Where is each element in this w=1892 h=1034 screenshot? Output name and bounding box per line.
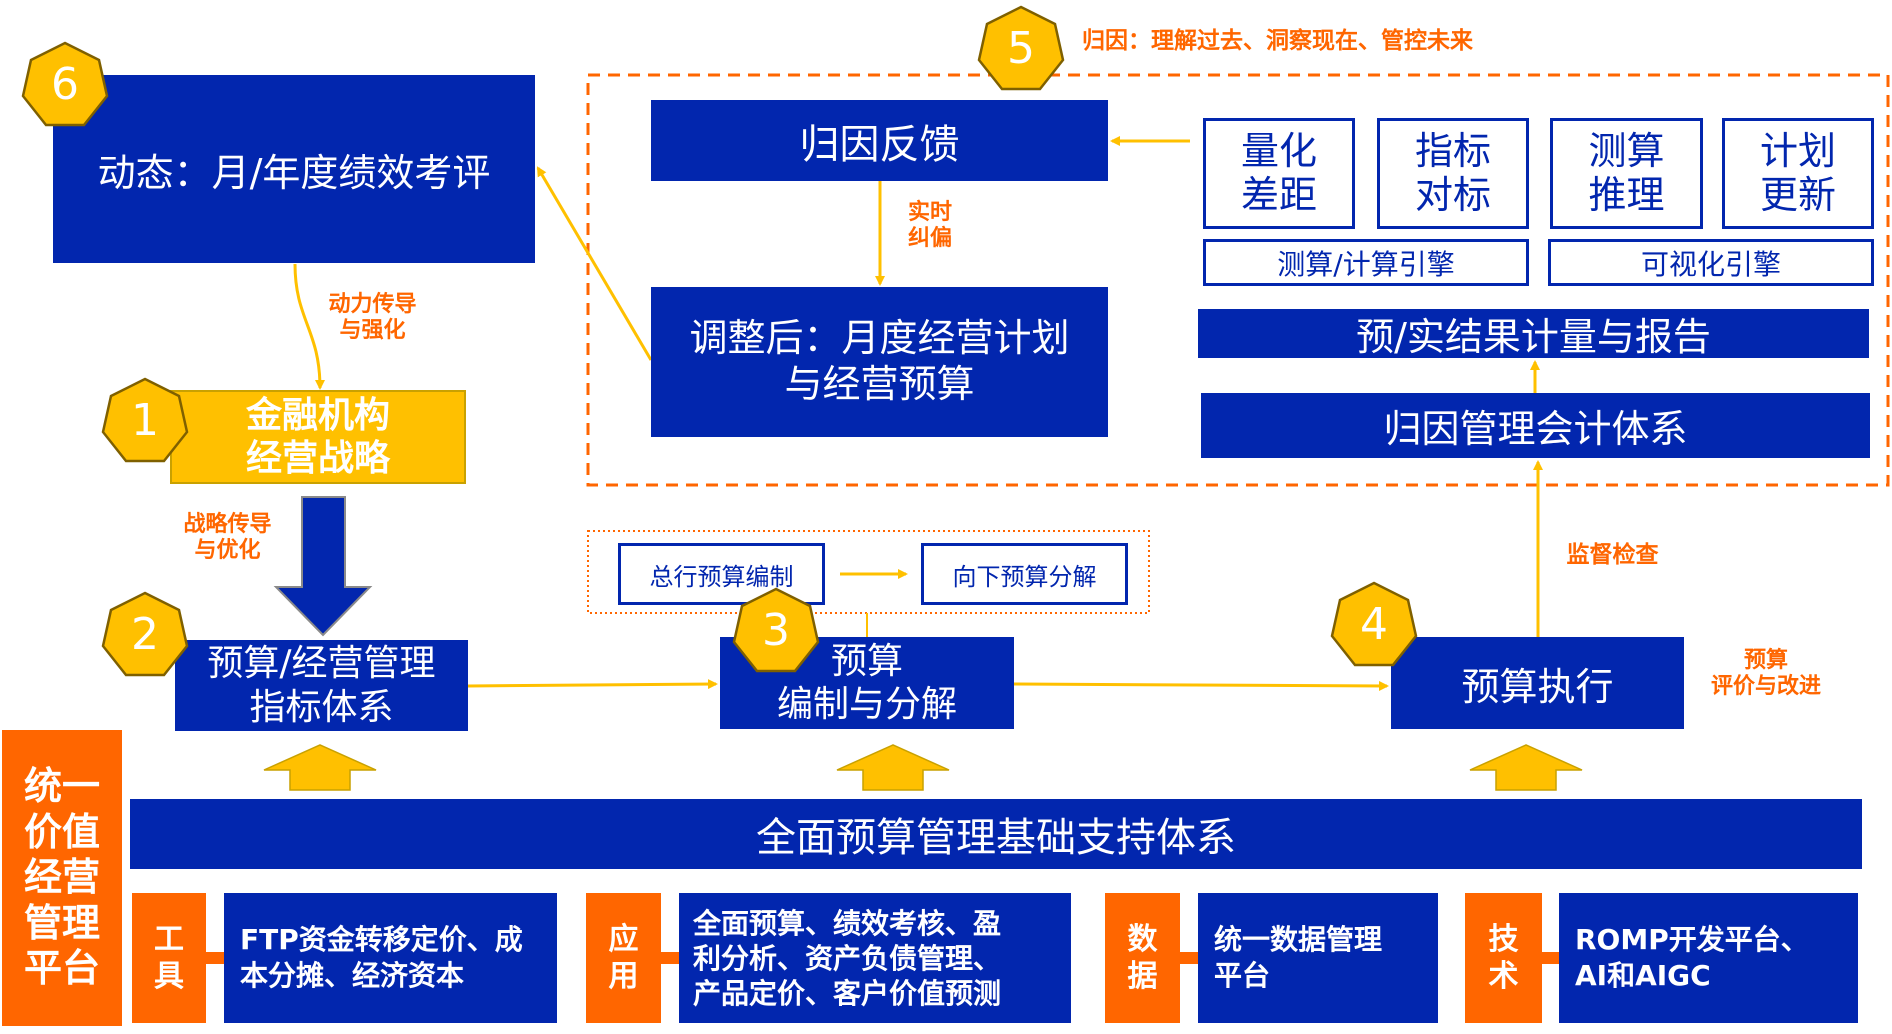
attribution-feedback-box: 归因反馈 <box>651 100 1108 181</box>
compile-frame <box>587 530 1150 614</box>
hq-budget-compile-label: 总行预算编制 <box>649 562 794 591</box>
step-6-number: 6 <box>51 58 79 110</box>
calculation-engine-box: 测算/计算引擎 <box>1203 239 1529 286</box>
budget-decompose-box: 向下预算分解 <box>921 543 1128 605</box>
strategy-big-arrow <box>273 496 373 637</box>
hq-budget-compile-box: 总行预算编制 <box>618 543 825 605</box>
tool-label: 指标 对标 <box>1414 128 1491 217</box>
step-4-number: 4 <box>1360 598 1388 650</box>
tool-label: 计划 更新 <box>1759 128 1836 217</box>
attribution-frame <box>586 73 1890 487</box>
feedback-to-review-arrow <box>536 166 653 361</box>
strategy-transmission-label: 战略传导 与优化 <box>183 512 272 564</box>
pillar-tag-label: 应 用 <box>608 921 639 995</box>
pillar-tag-label: 数 据 <box>1127 921 1158 995</box>
connector-data <box>1180 952 1198 964</box>
calculation-engine-label: 测算/计算引擎 <box>1277 247 1455 281</box>
foundation-title: 全面预算管理基础支持体系 <box>756 815 1236 861</box>
connector-apps <box>661 952 679 964</box>
budget-execution-label: 预算执行 <box>1461 664 1614 709</box>
step-5-badge: 5 <box>977 4 1065 92</box>
step-1-number: 1 <box>131 394 159 446</box>
visualization-engine-box: 可视化引擎 <box>1548 239 1874 286</box>
adjusted-plan-box: 调整后：月度经营计划 与经营预算 <box>651 287 1108 437</box>
connector-tech <box>1542 952 1559 964</box>
budget-compile-label: 预算 编制与分解 <box>776 640 957 725</box>
pillar-box-data: 统一数据管理 平台 <box>1198 893 1438 1023</box>
measurement-report-label: 预/实结果计量与报告 <box>1356 315 1711 359</box>
step-3-badge: 3 <box>732 586 820 674</box>
pillar-tag-data: 数 据 <box>1105 893 1180 1023</box>
pillar-tag-apps: 应 用 <box>586 893 661 1023</box>
tool-box-benchmark: 指标 对标 <box>1377 118 1529 229</box>
performance-review-label: 动态：月/年度绩效考评 <box>97 150 491 195</box>
pillar-tag-label: 技 术 <box>1488 921 1519 995</box>
realtime-correction-label: 实时 纠偏 <box>907 200 952 252</box>
pillar-text: FTP资金转移定价、成 本分摊、经济资本 <box>240 922 523 992</box>
tool-box-calculate-infer: 测算 推理 <box>1550 118 1703 229</box>
tool-box-quantify-gap: 量化 差距 <box>1203 118 1355 229</box>
strategy-label: 金融机构 经营战略 <box>245 394 390 479</box>
strategy-box: 金融机构 经营战略 <box>170 390 466 484</box>
step-3-number: 3 <box>762 604 790 656</box>
pillar-text: ROMP开发平台、 AI和AIGC <box>1575 922 1809 992</box>
tool-label: 量化 差距 <box>1240 128 1317 217</box>
pillar-text: 统一数据管理 平台 <box>1214 922 1383 992</box>
pillar-tag-label: 工 具 <box>154 921 184 995</box>
pillar-box-tech: ROMP开发平台、 AI和AIGC <box>1559 893 1858 1023</box>
step-6-badge: 6 <box>21 40 109 128</box>
power-arrow <box>293 263 325 390</box>
budget-execution-box: 预算执行 <box>1391 637 1684 729</box>
pillar-tag-tools: 工 具 <box>132 893 206 1023</box>
indicator-system-label: 预算/经营管理 指标体系 <box>207 643 436 728</box>
attribution-title: 归因：理解过去、洞察现在、管控未来 <box>1082 28 1473 54</box>
supervision-label: 监督检查 <box>1566 542 1659 568</box>
step-5-number: 5 <box>1007 22 1035 74</box>
budget-decompose-label: 向下预算分解 <box>952 562 1097 591</box>
attribution-accounting-bar: 归因管理会计体系 <box>1201 393 1870 458</box>
tool-box-plan-update: 计划 更新 <box>1722 118 1874 229</box>
step3-to-step4-arrow <box>1013 680 1389 691</box>
platform-label: 统一 价值 经营 管理 平台 <box>23 764 100 991</box>
connector-tools <box>206 952 224 964</box>
step2-to-step3-arrow <box>467 679 718 690</box>
platform-block: 统一 价值 经营 管理 平台 <box>2 730 122 1026</box>
tool-label: 测算 推理 <box>1588 128 1665 217</box>
performance-review-box: 动态：月/年度绩效考评 <box>53 75 535 263</box>
indicator-system-box: 预算/经营管理 指标体系 <box>175 640 468 731</box>
step-1-badge: 1 <box>101 376 189 464</box>
support-up-arrow-1 <box>263 744 377 791</box>
support-up-arrow-3 <box>1469 744 1583 791</box>
visualization-engine-label: 可视化引擎 <box>1640 247 1781 281</box>
pillar-tag-tech: 技 术 <box>1465 893 1542 1023</box>
step-4-badge: 4 <box>1330 580 1418 668</box>
pillar-text: 全面预算、绩效考核、盈 利分析、资产负债管理、 产品定价、客户价值预测 <box>693 906 1002 1010</box>
pillar-box-apps: 全面预算、绩效考核、盈 利分析、资产负债管理、 产品定价、客户价值预测 <box>679 893 1071 1023</box>
measurement-report-bar: 预/实结果计量与报告 <box>1198 309 1869 359</box>
support-up-arrow-2 <box>836 744 950 791</box>
evaluation-label: 预算 评价与改进 <box>1710 648 1821 700</box>
foundation-bar: 全面预算管理基础支持体系 <box>130 799 1862 869</box>
attribution-feedback-label: 归因反馈 <box>799 121 960 168</box>
step-2-badge: 2 <box>101 590 189 678</box>
step-2-number: 2 <box>131 608 159 660</box>
power-transmission-label: 动力传导 与强化 <box>328 292 417 344</box>
attribution-accounting-label: 归因管理会计体系 <box>1383 407 1688 451</box>
adjusted-plan-label: 调整后：月度经营计划 与经营预算 <box>689 316 1070 406</box>
pillar-box-tools: FTP资金转移定价、成 本分摊、经济资本 <box>224 893 557 1023</box>
